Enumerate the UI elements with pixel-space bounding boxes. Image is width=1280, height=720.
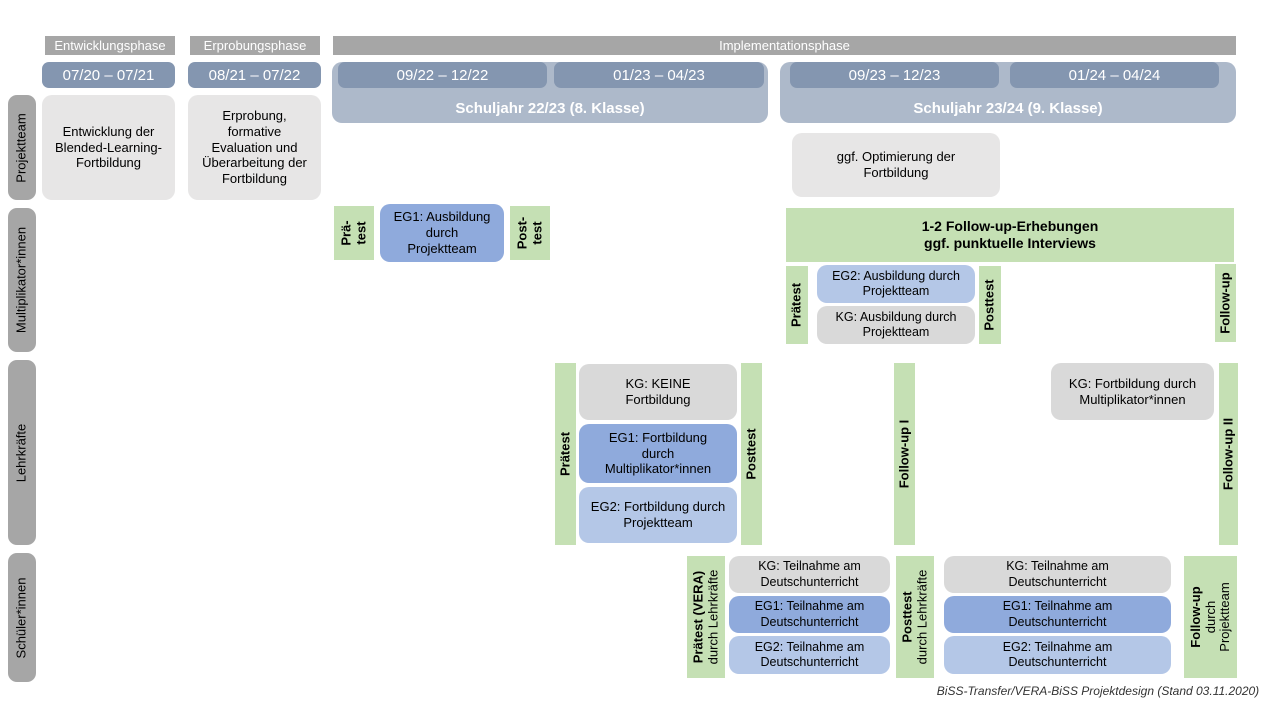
- footer-caption: BiSS-Transfer/VERA-BiSS Projektdesign (S…: [936, 684, 1260, 698]
- phase-bar-entwicklung: Entwicklungsphase: [45, 36, 175, 55]
- sidebar-row-schueler-label: Schüler*innen: [13, 577, 29, 658]
- test-bar-praetest-multiplikatoren-2-label: Prätest: [788, 282, 804, 328]
- test-bar-followup-2: Follow-up II: [1219, 363, 1238, 545]
- box-eg1-ausbildung: EG1: Ausbildung durch Projektteam: [380, 204, 504, 262]
- period-bar-3: 09/22 – 12/22: [338, 62, 547, 88]
- period-bar-5: 09/23 – 12/23: [790, 62, 999, 88]
- box-eg1-fortbildung-multiplikatoren: EG1: Fortbildung durch Multiplikator*inn…: [579, 424, 737, 483]
- box-kg-fortbildung-multiplikatoren: KG: Fortbildung durch Multiplikator*inne…: [1051, 363, 1214, 420]
- test-bar-followup-1-label: Follow-up I: [896, 419, 912, 489]
- test-bar-posttest-multiplikatoren-2-label: Posttest: [981, 279, 997, 331]
- sidebar-row-lehrkraefte-label: Lehrkräfte: [13, 423, 29, 482]
- box-eg1-deutschunterricht-1: EG1: Teilnahme am Deutschunterricht: [729, 596, 890, 633]
- sidebar-row-schueler: Schüler*innen: [8, 553, 36, 682]
- test-bar-praetest-lehrkraefte: Prätest: [555, 363, 576, 545]
- sidebar-row-multiplikatoren-label: Multiplikator*innen: [13, 226, 29, 334]
- box-eg2-deutschunterricht-1: EG2: Teilnahme am Deutschunterricht: [729, 636, 890, 674]
- test-bar-praetest-multiplikatoren-1: Prä-test: [334, 206, 374, 260]
- sidebar-row-projektteam: Projektteam: [8, 95, 36, 200]
- box-kg-keine-fortbildung: KG: KEINE Fortbildung: [579, 364, 737, 420]
- period-bar-4: 01/23 – 04/23: [554, 62, 764, 88]
- box-followup-erhebungen: 1-2 Follow-up-Erhebungen ggf. punktuelle…: [786, 208, 1234, 262]
- box-eg2-ausbildung: EG2: Ausbildung durch Projektteam: [817, 265, 975, 303]
- test-bar-praetest-lehrkraefte-label: Prätest: [557, 431, 573, 477]
- test-bar-followup-2-label: Follow-up II: [1220, 417, 1236, 491]
- test-bar-praetest-multiplikatoren-1-label: Prä-test: [338, 220, 368, 246]
- school-year-label-2223: Schuljahr 22/23 (8. Klasse): [455, 99, 645, 117]
- test-bar-praetest-vera: Prätest (VERA)durch Lehrkräfte: [687, 556, 725, 678]
- box-eg1-deutschunterricht-2: EG1: Teilnahme am Deutschunterricht: [944, 596, 1171, 633]
- sidebar-row-projektteam-label: Projektteam: [13, 112, 29, 183]
- phase-bar-erprobung: Erprobungsphase: [190, 36, 320, 55]
- box-kg-deutschunterricht-2: KG: Teilnahme am Deutschunterricht: [944, 556, 1171, 593]
- test-bar-praetest-multiplikatoren-2: Prätest: [786, 266, 808, 344]
- box-entwicklung-fortbildung: Entwicklung der Blended-Learning-Fortbil…: [42, 95, 175, 200]
- test-bar-posttest-lehrkraefte-label: Posttest: [743, 428, 759, 480]
- box-kg-deutschunterricht-1: KG: Teilnahme am Deutschunterricht: [729, 556, 890, 593]
- test-bar-praetest-vera-label: Prätest (VERA)durch Lehrkräfte: [690, 569, 720, 665]
- box-optimierung-fortbildung: ggf. Optimierung der Fortbildung: [792, 133, 1000, 197]
- school-year-label-2324: Schuljahr 23/24 (9. Klasse): [913, 99, 1103, 117]
- box-erprobung-evaluation: Erprobung, formative Evaluation und Über…: [188, 95, 321, 200]
- test-bar-posttest-multiplikatoren-1: Post-test: [510, 206, 550, 260]
- phase-bar-implementation: Implementationsphase: [333, 36, 1236, 55]
- sidebar-row-lehrkraefte: Lehrkräfte: [8, 360, 36, 545]
- test-bar-posttest-multiplikatoren-1-label: Post-test: [514, 216, 544, 250]
- period-bar-6: 01/24 – 04/24: [1010, 62, 1219, 88]
- period-bar-2: 08/21 – 07/22: [188, 62, 321, 88]
- test-bar-followup-1: Follow-up I: [894, 363, 915, 545]
- test-bar-posttest-lehrkraefte: Posttest: [741, 363, 762, 545]
- test-bar-followup-multiplikatoren-label: Follow-up: [1217, 272, 1233, 334]
- sidebar-row-multiplikatoren: Multiplikator*innen: [8, 208, 36, 352]
- test-bar-followup-multiplikatoren: Follow-up: [1215, 264, 1236, 342]
- box-eg2-fortbildung-projektteam: EG2: Fortbildung durch Projektteam: [579, 487, 737, 543]
- box-eg2-deutschunterricht-2: EG2: Teilnahme am Deutschunterricht: [944, 636, 1171, 674]
- box-kg-ausbildung: KG: Ausbildung durch Projektteam: [817, 306, 975, 344]
- test-bar-posttest-multiplikatoren-2: Posttest: [979, 266, 1001, 344]
- period-bar-1: 07/20 – 07/21: [42, 62, 175, 88]
